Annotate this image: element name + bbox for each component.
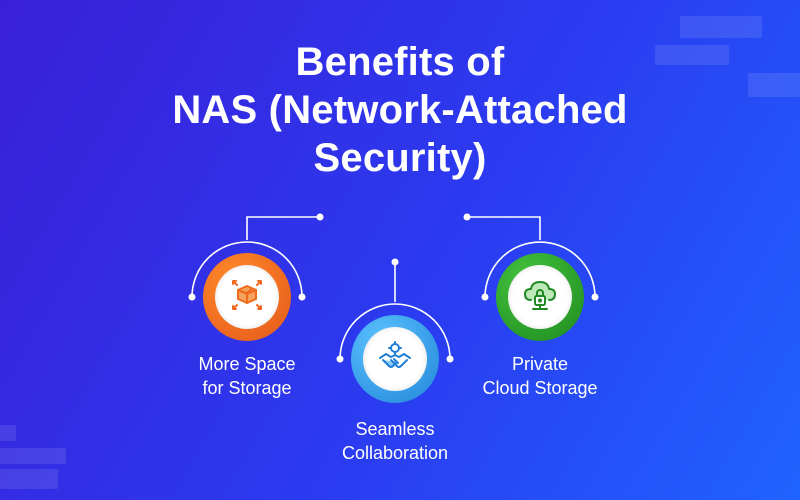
connector-right	[467, 216, 541, 240]
connector-dot	[336, 355, 344, 363]
connector-dot	[463, 213, 471, 221]
handshake-icon	[377, 340, 413, 379]
benefit-circle-cloud	[496, 253, 584, 341]
decorative-bar	[0, 425, 16, 441]
title-line-3: Security)	[313, 136, 487, 180]
box-expand-icon	[230, 278, 264, 317]
decorative-bar	[0, 469, 58, 489]
arc-left	[191, 241, 303, 298]
connector-dot	[481, 293, 489, 301]
benefit-label-line: for Storage	[202, 378, 292, 398]
decorative-bar	[680, 16, 762, 38]
connector-dot	[446, 355, 454, 363]
benefit-circle-inner	[215, 265, 279, 329]
page-title: Benefits of NAS (Network-Attached Securi…	[0, 38, 800, 182]
benefit-label-storage: More Space for Storage	[167, 352, 327, 400]
benefit-label-line: Collaboration	[341, 443, 449, 463]
benefit-circle-storage	[203, 253, 291, 341]
arc-right	[484, 241, 596, 298]
benefit-circle-inner	[508, 265, 572, 329]
benefit-label-line: More Space	[198, 354, 296, 374]
title-line-2: NAS (Network-Attached	[172, 88, 628, 132]
connector-left	[246, 216, 320, 240]
decorative-bar	[655, 45, 729, 65]
title-line-1: Benefits of	[295, 40, 505, 84]
benefit-label-collaboration: Seamless Collaboration	[315, 417, 475, 465]
connector-dot	[316, 213, 324, 221]
benefit-label-line: Cloud Storage	[482, 378, 598, 398]
connector-dot	[591, 293, 599, 301]
benefit-circle-inner	[363, 327, 427, 391]
connector-dot	[391, 258, 399, 266]
arc-middle	[339, 303, 451, 360]
decorative-bar	[748, 73, 800, 97]
benefit-circle-collaboration	[351, 315, 439, 403]
connector-dot	[188, 293, 196, 301]
decorative-bar	[0, 448, 66, 464]
connector-dot	[298, 293, 306, 301]
benefit-label-line: Seamless	[355, 419, 435, 439]
benefit-label-line: Private	[511, 354, 569, 374]
cloud-lock-icon	[522, 278, 558, 317]
benefit-label-cloud: Private Cloud Storage	[460, 352, 620, 400]
